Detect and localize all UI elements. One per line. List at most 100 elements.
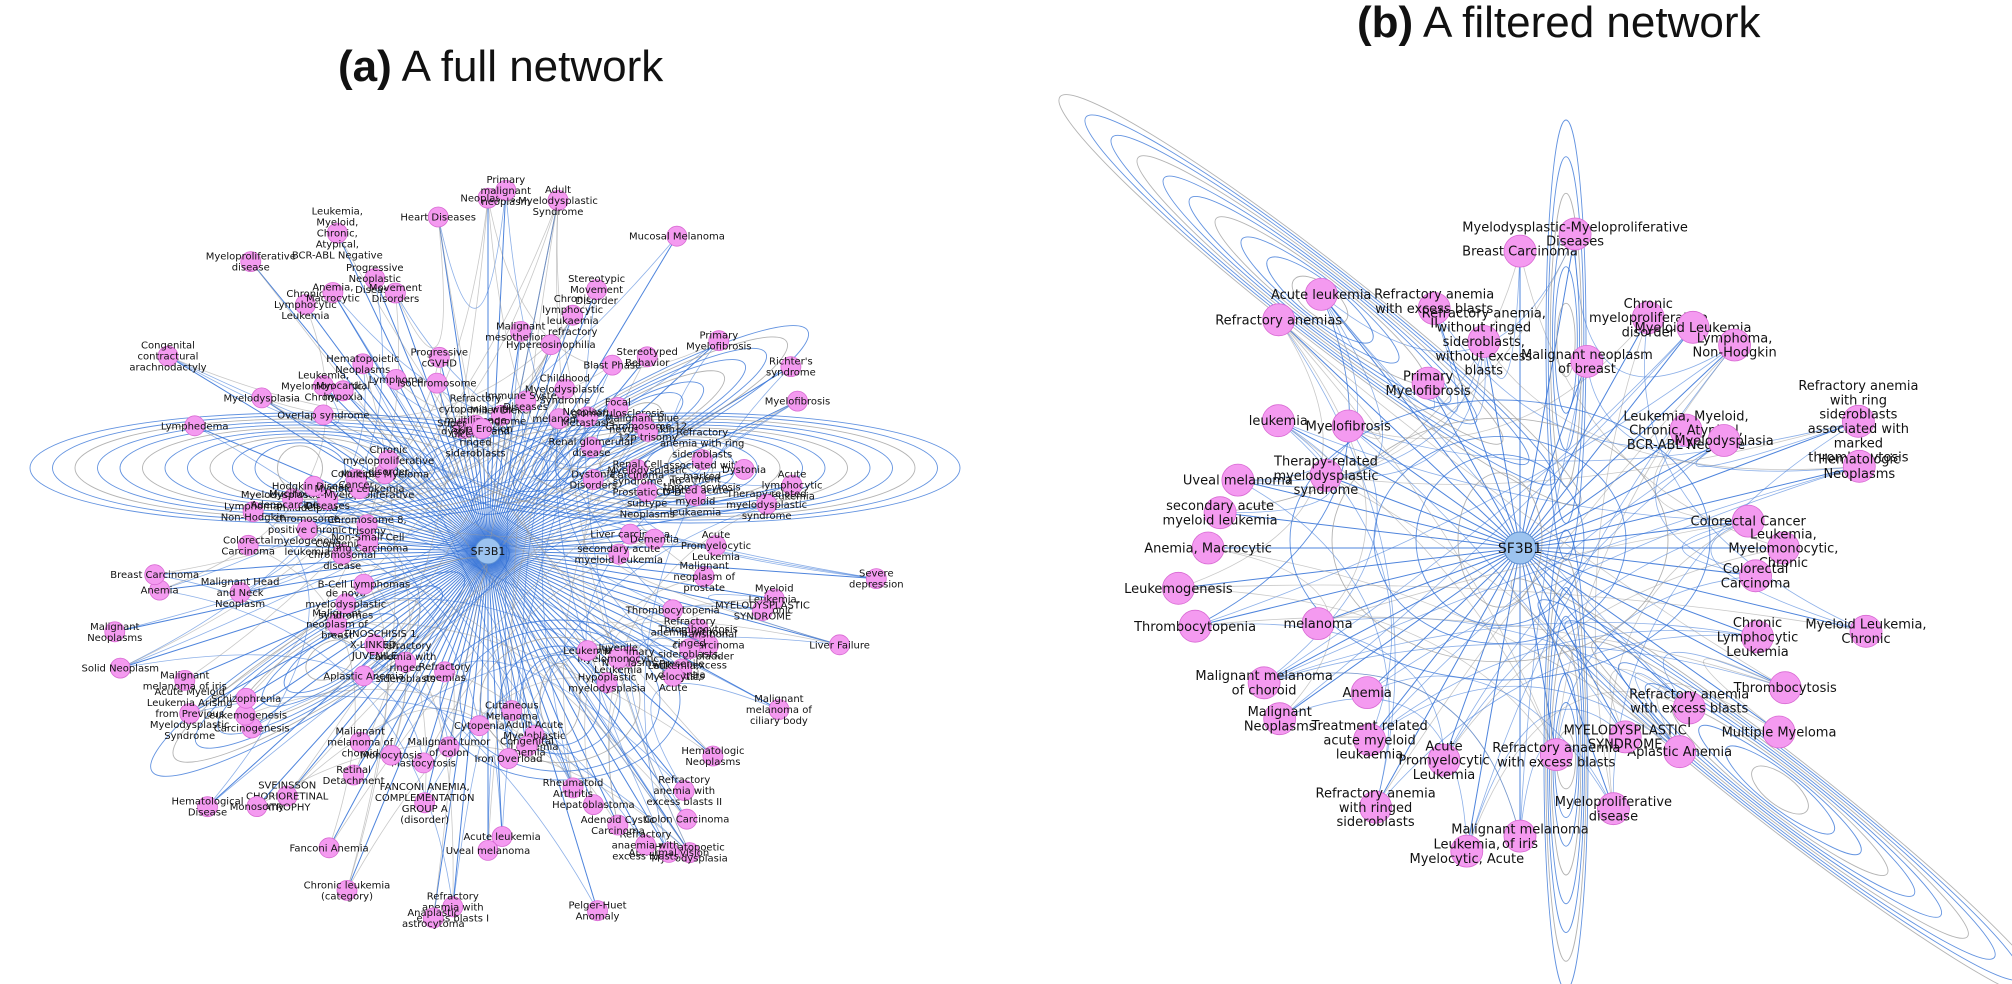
panel-a-node-chromosome-12-12p-trisomy[interactable]: Chromosome 12,12p trisomy	[605, 420, 691, 443]
panel-a-node-uveal-melanoma[interactable]: Uveal melanoma	[446, 840, 531, 861]
panel-a-node-monocytosis[interactable]: Monocytosis	[360, 744, 422, 766]
panel-a-node-skin-erosion[interactable]: Skin Erosion	[451, 418, 513, 440]
panel-a-node-hypereosinophilia[interactable]: Hypereosinophilia	[506, 334, 596, 356]
panel-a-node-breast-carcinoma[interactable]: Breast Carcinoma	[110, 564, 199, 586]
panel-a-node-thrombocytopenia[interactable]: Thrombocytopenia	[625, 599, 720, 621]
panel-a-node-mucosal-melanoma[interactable]: Mucosal Melanoma	[629, 225, 725, 247]
panel-a-node-schizophrenia[interactable]: Schizophrenia	[211, 687, 281, 709]
panel-a-node-fanconi-anemia[interactable]: Fanconi Anemia	[289, 837, 369, 859]
panel-b-node-thrombocytosis[interactable]: Thrombocytosis	[1733, 671, 1837, 705]
panel-b-node-melanoma[interactable]: melanoma	[1283, 607, 1353, 640]
panel-b-node-anemia[interactable]: Anemia	[1343, 676, 1392, 709]
panel-a-node-liver-carcinoma[interactable]: Liver carcinoma	[590, 523, 670, 545]
panel-b-node-refractory-anemias[interactable]: Refractory anemias	[1215, 303, 1342, 337]
panel-a-node-isochromosome[interactable]: Isochromosome	[397, 372, 477, 394]
panel-b-node-thrombocytopenia[interactable]: Thrombocytopenia	[1133, 609, 1256, 643]
panel-a-node-neoplasms[interactable]: Neoplasms	[460, 187, 516, 209]
panel-a-node-abnormal-vision[interactable]: Abnormal vision	[629, 842, 710, 863]
panel-b-node-multiple-myeloma[interactable]: Multiple Myeloma	[1722, 715, 1837, 749]
panel-a-node-heart-diseases[interactable]: Heart Diseases	[400, 206, 476, 228]
panel-a-node-leukemia-myeloid-chronic-atypical-bcr-abl-negative[interactable]: Leukemia,Myeloid,Chronic,Atypical,BCR-AB…	[292, 207, 383, 262]
panel-b-node-myeloid-leukemia[interactable]: Myeloid Leukemia	[1634, 310, 1752, 344]
panel-a-node-hepatoblastoma[interactable]: Hepatoblastoma	[552, 794, 635, 815]
panel-a-node-colon-carcinoma[interactable]: Colon Carcinoma	[644, 808, 729, 830]
panel-b-node-colorectal-cancer[interactable]: Colorectal Cancer	[1691, 504, 1807, 538]
panel-a-node-chromosome-8-trisomy[interactable]: Chromosome 8,trisomy	[328, 514, 407, 537]
panel-a-node-leukemia[interactable]: Leukemia	[563, 640, 611, 661]
panel-b-node-leukemia-myelomonocytic-chronic[interactable]: Leukemia,Myelomonocytic,Chronic	[1728, 527, 1838, 571]
panel-a-node-mastocytosis[interactable]: Mastocytosis	[391, 752, 456, 774]
panel-a-node-iron-overload[interactable]: Iron Overload	[475, 748, 543, 769]
panel-b-node-aplastic-anemia[interactable]: Aplastic Anemia	[1627, 735, 1732, 769]
panel-b-node-anemia-macrocytic[interactable]: Anemia, Macrocytic	[1144, 531, 1272, 565]
panel-a-node-retinoschisis-1-x-linked-juvenile[interactable]: RETINOSCHISIS 1,X-LINKED,JUVENILE	[330, 629, 420, 662]
panel-b-node-lymphoma-non-hodgkin[interactable]: Lymphoma,Non-Hodgkin	[1692, 328, 1777, 362]
panel-b-node-leukemia[interactable]: leukemia	[1249, 404, 1308, 438]
panel-a-node-blast-phase[interactable]: Blast Phase	[583, 354, 641, 376]
panel-b-node-myelofibrosis[interactable]: Myelofibrosis	[1306, 409, 1391, 443]
panel-a-node-liver-failure[interactable]: Liver Failure	[809, 634, 870, 656]
panel-b-node-leukemia-myelocytic-acute[interactable]: Leukemia,Myelocytic, Acute	[1410, 834, 1525, 868]
panel-a-node-cytopenia[interactable]: Cytopenia	[454, 715, 505, 737]
panel-b-node-leukemogenesis[interactable]: Leukemogenesis	[1124, 571, 1233, 605]
panel-a-node-overlap-syndrome[interactable]: Overlap syndrome	[277, 404, 370, 426]
panel-b-node-uveal-melanoma[interactable]: Uveal melanoma	[1183, 463, 1293, 497]
